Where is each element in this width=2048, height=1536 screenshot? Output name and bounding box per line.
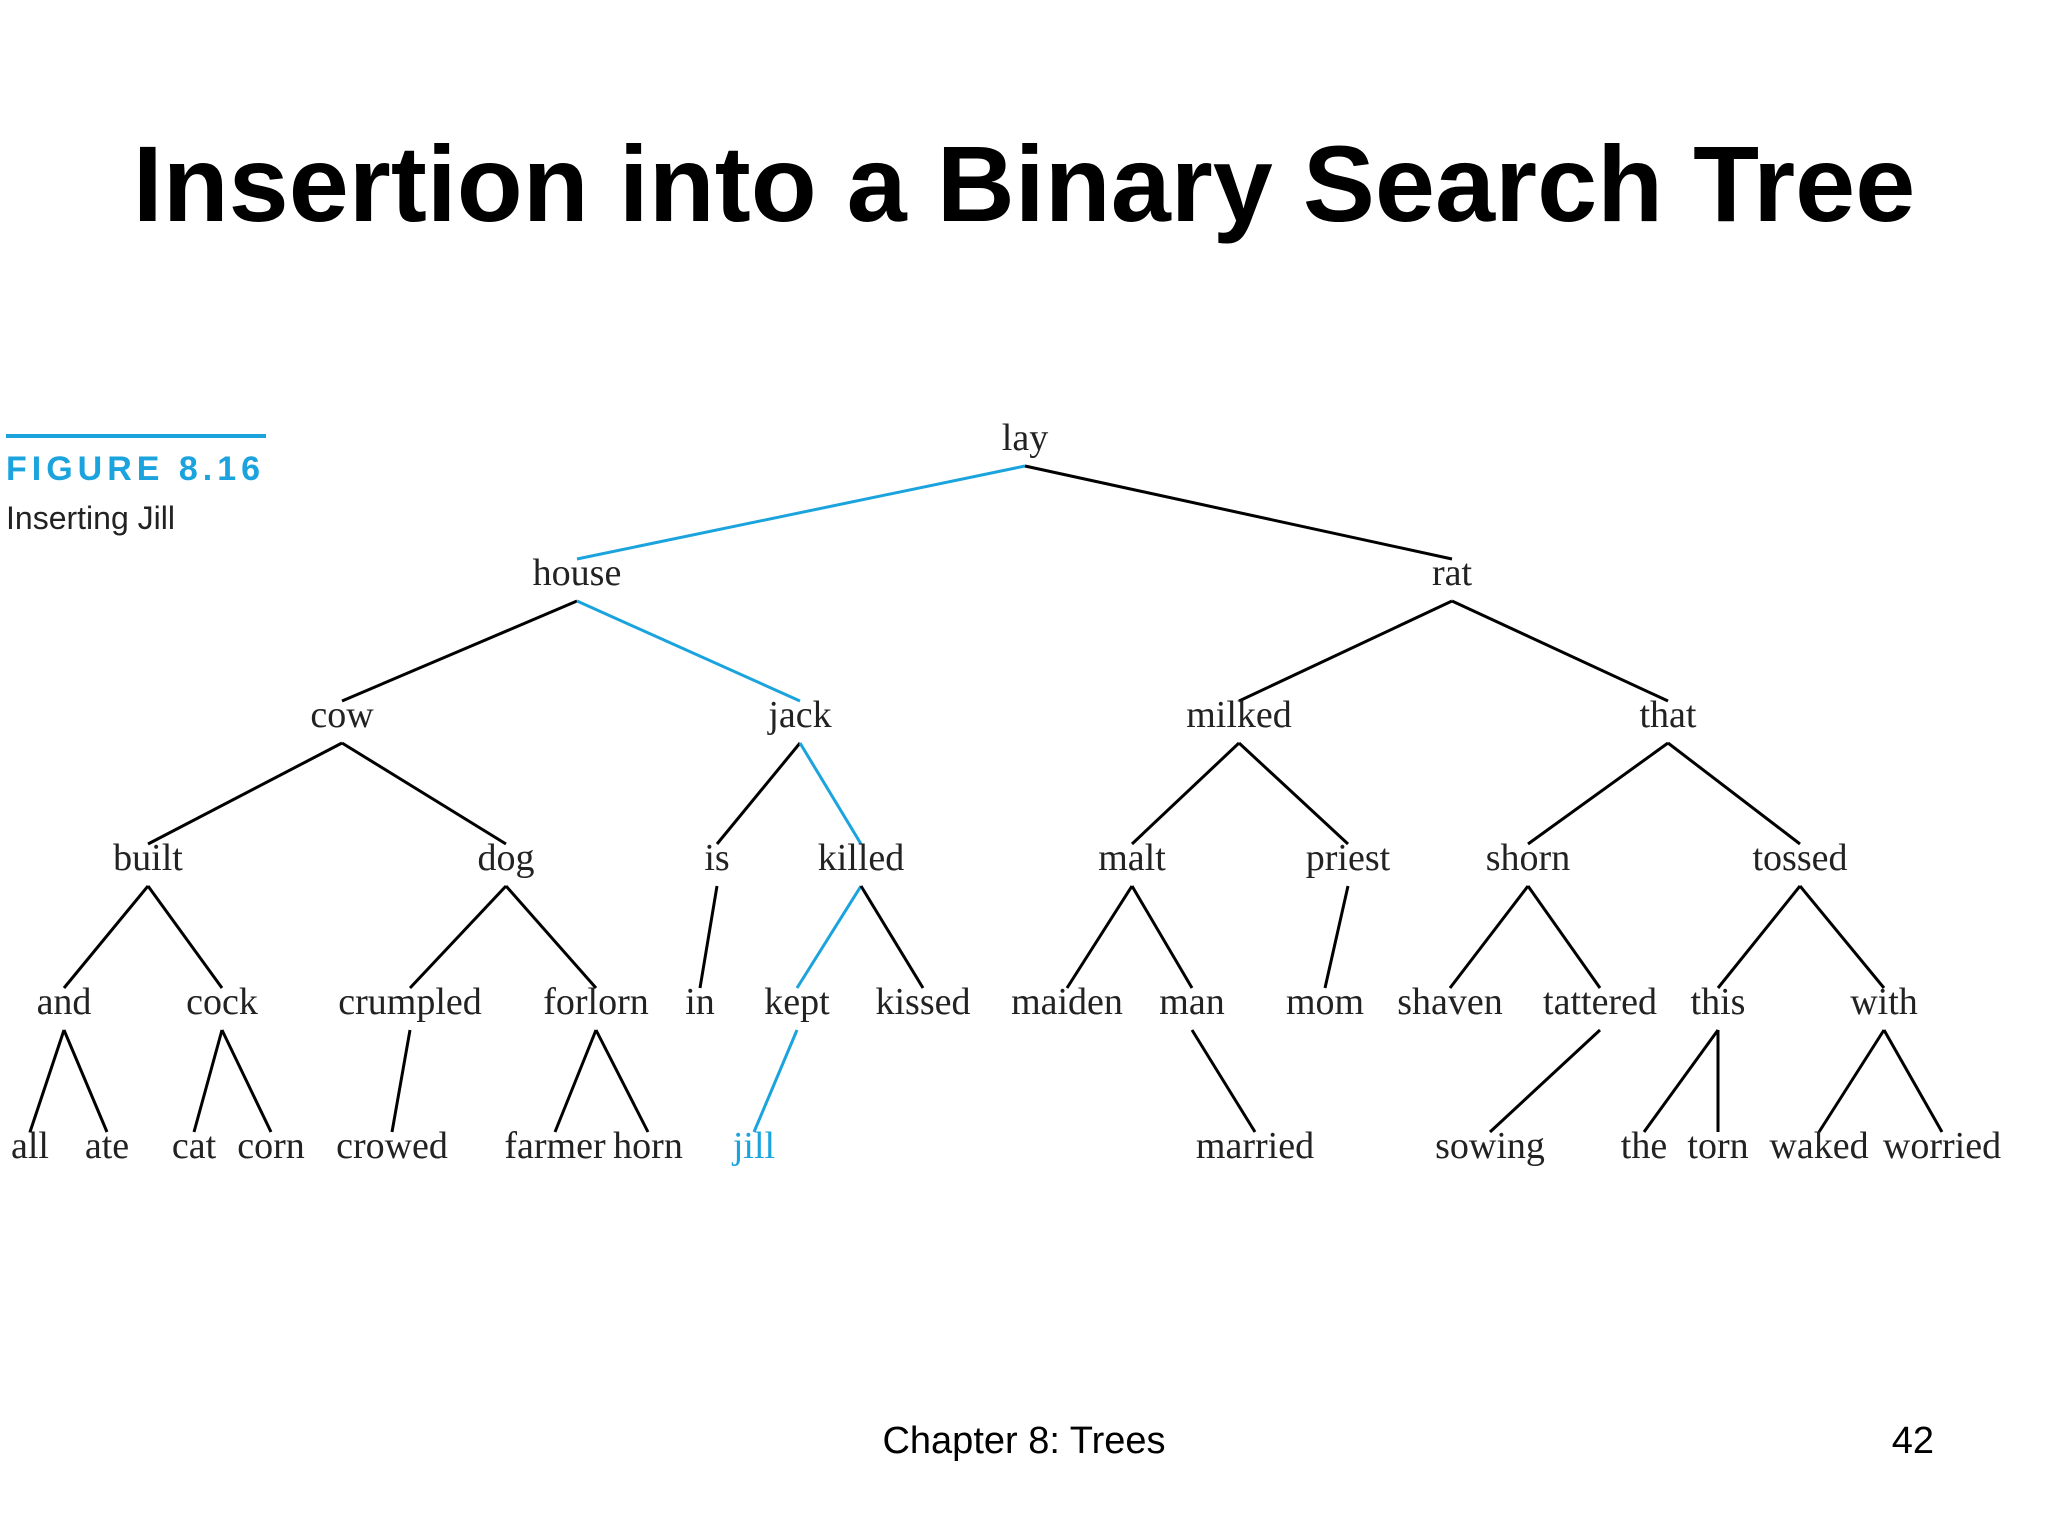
tree-node-lay: lay (1002, 420, 1048, 459)
tree-node-is: is (704, 837, 729, 879)
figure-caption: Inserting Jill (6, 500, 175, 536)
edge-milked-malt (1130, 741, 1241, 846)
edge-is-in (698, 885, 719, 989)
edge-with-waked (1817, 1029, 1886, 1133)
tree-node-milked: milked (1186, 694, 1292, 736)
edge-cock-corn (220, 1029, 273, 1133)
tree-node-forlorn: forlorn (543, 981, 649, 1023)
edge-that-tossed (1667, 741, 1801, 846)
edge-malt-maiden (1065, 885, 1134, 989)
edge-jack-killed (798, 742, 863, 845)
tree-node-built: built (113, 837, 183, 879)
edge-and-all (28, 1029, 66, 1133)
tree-node-priest: priest (1306, 837, 1391, 879)
edge-milked-priest (1237, 741, 1350, 846)
edge-killed-kept (795, 885, 863, 989)
edge-tossed-this (1716, 885, 1802, 989)
tree-node-tossed: tossed (1753, 837, 1848, 879)
slide-footer: Chapter 8: Trees (882, 1420, 1166, 1462)
tree-node-cat: cat (172, 1125, 217, 1167)
tree-node-and: and (37, 981, 92, 1023)
tree-node-killed: killed (818, 837, 905, 879)
tree-node-mom: mom (1286, 981, 1364, 1023)
binary-search-tree-diagram: lay house rat cow jack milked that built dog is ki… (11, 420, 2001, 1167)
edge-that-shorn (1527, 741, 1669, 846)
tree-node-all: all (11, 1125, 49, 1167)
tree-node-shorn: shorn (1486, 837, 1570, 879)
tree-node-that: that (1640, 694, 1697, 736)
figure-rule (6, 434, 266, 438)
edge-man-married (1190, 1029, 1257, 1133)
edge-crumpled-crowed (390, 1029, 412, 1133)
edge-built-and (62, 885, 150, 989)
tree-node-farmer: farmer (504, 1125, 606, 1167)
edge-forlorn-horn (594, 1029, 650, 1133)
tree-node-cock: cock (186, 981, 258, 1023)
tree-node-the: the (1621, 1125, 1667, 1167)
tree-node-jack: jack (766, 694, 831, 736)
tree-node-ate: ate (85, 1125, 129, 1167)
tree-node-corn: corn (237, 1125, 305, 1167)
tree-node-kept: kept (764, 981, 830, 1023)
edge-with-worried (1882, 1029, 1944, 1133)
edge-shorn-tattered (1526, 885, 1602, 989)
tree-node-in: in (685, 981, 715, 1023)
edge-and-ate (62, 1029, 109, 1133)
tree-node-waked: waked (1769, 1125, 1868, 1167)
edge-cock-cat (192, 1029, 224, 1133)
tree-node-cow: cow (310, 694, 374, 736)
edge-priest-mom (1323, 885, 1350, 989)
tree-node-house: house (533, 552, 622, 594)
edge-cow-built (147, 741, 343, 846)
tree-node-kissed: kissed (876, 981, 971, 1023)
tree-node-sowing: sowing (1435, 1125, 1545, 1167)
edge-cow-dog (341, 741, 507, 846)
edge-rat-milked (1238, 599, 1453, 703)
tree-node-rat: rat (1432, 552, 1473, 594)
tree-node-dog: dog (478, 837, 535, 879)
edge-dog-forlorn (504, 885, 598, 989)
tree-node-shaven: shaven (1397, 981, 1503, 1023)
edge-this-the (1642, 1029, 1720, 1133)
tree-node-this: this (1691, 981, 1746, 1023)
tree-node-jill: jill (731, 1125, 775, 1167)
slide-title: Insertion into a Binary Search Tree (132, 123, 1916, 244)
page-number: 42 (1891, 1420, 1934, 1462)
edge-house-jack (576, 599, 801, 703)
edge-kept-jill (752, 1029, 799, 1133)
tree-node-tattered: tattered (1543, 981, 1657, 1023)
edge-dog-crumpled (408, 884, 508, 990)
edge-malt-man (1130, 885, 1194, 989)
edge-house-cow (341, 599, 578, 703)
edge-shorn-shaven (1448, 885, 1530, 989)
edge-lay-house (576, 464, 1026, 561)
tree-node-maiden: maiden (1011, 981, 1123, 1023)
tree-node-crowed: crowed (336, 1125, 448, 1167)
edge-built-cock (146, 885, 224, 989)
tree-node-horn: horn (613, 1125, 683, 1167)
edge-jack-is (715, 742, 802, 845)
edge-rat-that (1451, 599, 1669, 703)
edge-tattered-sowing (1488, 1028, 1602, 1134)
tree-node-malt: malt (1098, 837, 1166, 879)
edge-forlorn-farmer (553, 1029, 598, 1133)
tree-node-worried: worried (1883, 1125, 2001, 1167)
tree-node-crumpled: crumpled (338, 981, 482, 1023)
tree-node-married: married (1196, 1125, 1314, 1167)
tree-node-with: with (1850, 981, 1918, 1023)
edge-killed-kissed (859, 885, 925, 989)
edge-lay-rat (1024, 464, 1453, 561)
tree-node-man: man (1159, 981, 1224, 1023)
figure-label: FIGURE 8.16 (6, 450, 266, 488)
edge-tossed-with (1798, 885, 1886, 989)
tree-node-torn: torn (1687, 1125, 1748, 1167)
